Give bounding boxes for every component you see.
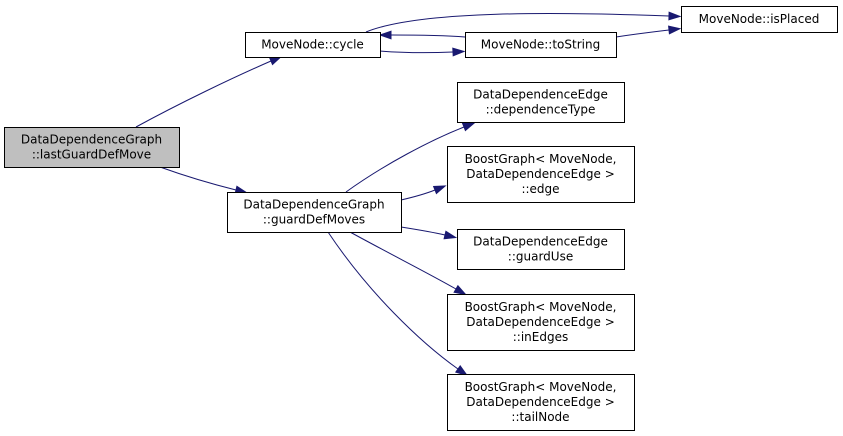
node-label-line: DataDependenceEdge [473,235,608,249]
node-edge[interactable]: BoostGraph< MoveNode,DataDependenceEdge … [447,146,635,203]
edge-line [365,12,670,33]
edge-line [349,231,457,290]
node-label-line: DataDependenceGraph [243,198,384,212]
node-label-line: BoostGraph< MoveNode, [465,152,617,166]
node-label-line: MoveNode::isPlaced [699,12,820,26]
node-is-placed[interactable]: MoveNode::isPlaced [681,6,838,33]
edge-to-string-to-cycle [378,30,466,40]
edge-guard-def-moves-to-edge [400,185,447,201]
edge-guard-def-moves-to-in-edges [349,231,467,296]
node-box [457,82,625,123]
node-guard-use[interactable]: DataDependenceEdge::guardUse [457,229,625,270]
node-in-edges[interactable]: BoostGraph< MoveNode,DataDependenceEdge … [447,294,635,351]
node-box [457,229,625,270]
arrow-head-icon [443,230,458,240]
edge-line [345,126,465,193]
edge-line [615,29,670,38]
node-box [245,32,381,58]
arrow-head-icon [453,284,467,296]
edges-layer [135,11,682,377]
edge-cycle-to-is-placed [365,11,682,33]
arrow-head-icon [378,30,392,40]
node-label-line: DataDependenceEdge > [466,167,615,181]
edge-guard-def-moves-to-tail-node [327,231,469,377]
arrow-head-icon [432,185,447,195]
edge-line [159,166,237,191]
node-label-line: BoostGraph< MoveNode, [465,380,617,394]
edge-line [327,231,459,370]
node-box [447,374,635,431]
arrow-head-icon [668,11,682,21]
nodes-layer: DataDependenceGraph::lastGuardDefMove Mov… [4,6,838,431]
node-box [447,294,635,351]
node-label-line: MoveNode::cycle [261,38,364,52]
node-label-line: DataDependenceEdge > [466,315,615,329]
node-label-line: DataDependenceEdge > [466,395,615,409]
edge-line [390,34,466,38]
node-dependence-type[interactable]: DataDependenceEdge::dependenceType [457,82,625,123]
edge-line [400,226,446,236]
node-box [681,6,838,33]
node-guard-def-moves[interactable]: DataDependenceGraph::guardDefMoves [227,192,402,233]
node-box [227,192,402,233]
node-tail-node[interactable]: BoostGraph< MoveNode,DataDependenceEdge … [447,374,635,431]
node-label-line: ::guardDefMoves [263,213,365,227]
node-box [465,32,617,58]
node-label-line: DataDependenceGraph [21,133,162,147]
edge-line [379,50,454,54]
node-label-line: DataDependenceEdge [473,88,608,102]
node-to-string[interactable]: MoveNode::toString [465,32,617,58]
node-label-line: BoostGraph< MoveNode, [465,300,617,314]
edge-guard-def-moves-to-guard-use [400,226,458,240]
arrow-head-icon [454,365,469,377]
edge-cycle-to-to-string [379,47,466,57]
edge-last-guard-def-move-to-cycle [135,55,283,128]
node-label-line: ::lastGuardDefMove [32,148,151,162]
arrow-head-icon [461,122,476,132]
arrow-head-icon [668,25,682,35]
edge-to-string-to-is-placed [615,25,682,38]
edge-line [135,60,272,128]
node-box [447,146,635,203]
node-label-line: ::inEdges [513,330,568,344]
node-label-line: ::guardUse [508,250,573,264]
edge-line [400,189,436,201]
node-label-line: ::tailNode [511,410,569,424]
node-last-guard-def-move: DataDependenceGraph::lastGuardDefMove [4,127,180,168]
node-cycle[interactable]: MoveNode::cycle [245,32,381,58]
node-label-line: MoveNode::toString [481,38,600,52]
node-box [4,127,180,168]
arrow-head-icon [452,47,466,57]
node-label-line: ::dependenceType [486,103,596,117]
edge-guard-def-moves-to-dependence-type [345,122,476,193]
node-label-line: ::edge [521,182,559,196]
edge-last-guard-def-move-to-guard-def-moves [159,166,249,195]
